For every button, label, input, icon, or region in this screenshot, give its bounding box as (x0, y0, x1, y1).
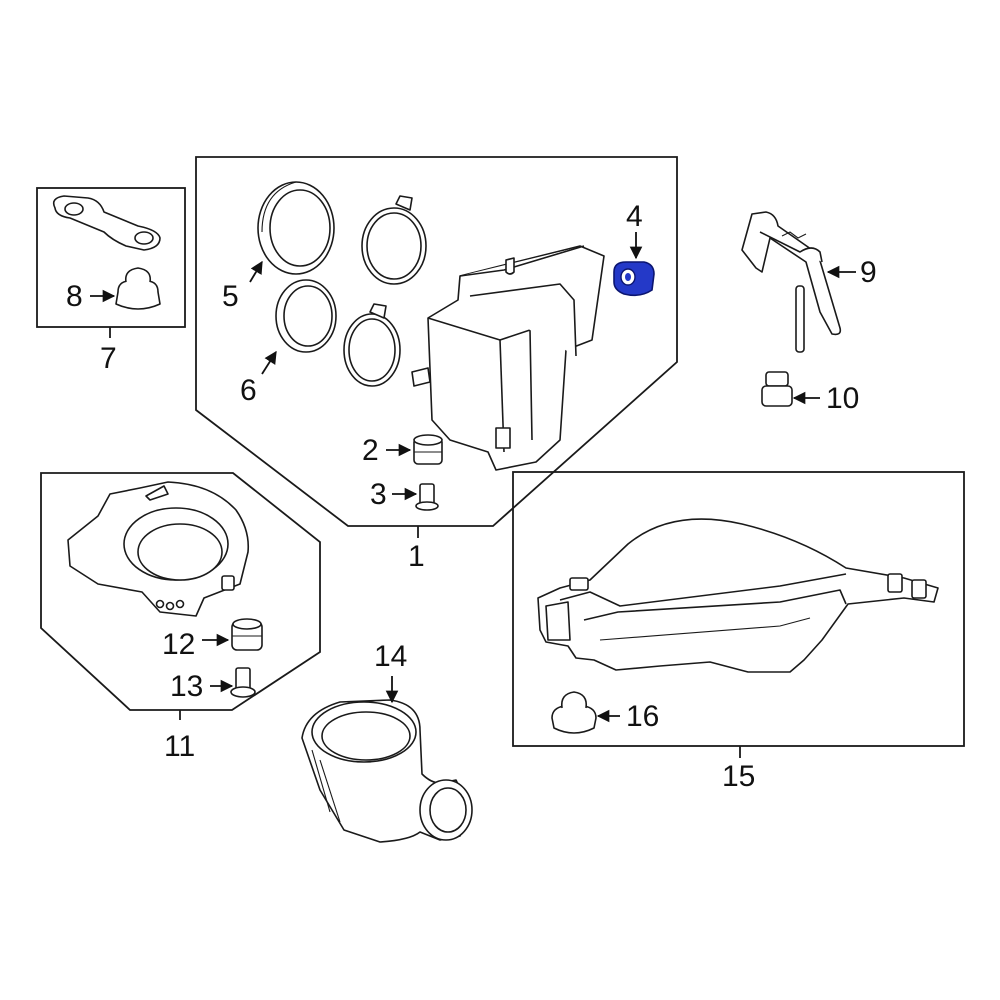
part-12-grommet[interactable] (231, 618, 263, 651)
part-15-air-cleaner-cover[interactable] (537, 518, 939, 673)
callout-5: 5 (222, 280, 239, 313)
part-3-pin[interactable] (415, 483, 439, 511)
callout-8: 8 (66, 280, 83, 313)
part-14-intake-duct[interactable] (301, 699, 473, 843)
callout-12: 12 (162, 628, 195, 661)
callout-9: 9 (860, 256, 877, 289)
part-10-grommet[interactable] (761, 371, 793, 407)
part-13-pin[interactable] (230, 667, 256, 698)
callout-13: 13 (170, 670, 203, 703)
callout-10: 10 (826, 382, 859, 415)
part-11-cover[interactable] (67, 481, 250, 617)
callout-6: 6 (240, 374, 257, 407)
leader-5 (249, 260, 263, 283)
group-1-box (195, 156, 678, 538)
part-5-clamp[interactable] (361, 195, 427, 285)
callout-3: 3 (370, 478, 387, 511)
part-1-air-cleaner-housing[interactable] (411, 245, 605, 471)
part-2-grommet[interactable] (413, 434, 443, 465)
callout-4: 4 (626, 200, 643, 233)
group-15-box (512, 471, 965, 758)
part-7-bracket[interactable] (52, 195, 161, 251)
part-9-bracket[interactable] (741, 211, 842, 353)
callout-15: 15 (722, 760, 755, 793)
callout-1: 1 (408, 540, 425, 573)
callout-14: 14 (374, 640, 407, 673)
callout-2: 2 (362, 434, 379, 467)
part-6-coupler[interactable] (275, 279, 337, 353)
part-4-grommet-highlighted[interactable] (613, 261, 655, 297)
part-6-clamp[interactable] (343, 303, 401, 387)
callout-11: 11 (164, 730, 195, 763)
part-16-grommet[interactable] (551, 691, 597, 734)
group-11-box (40, 472, 321, 720)
callout-7: 7 (100, 342, 117, 375)
part-8-grommet[interactable] (115, 267, 161, 310)
part-5-coupler[interactable] (257, 181, 335, 275)
callout-16: 16 (626, 700, 659, 733)
leader-6 (261, 350, 277, 375)
group-7-box (36, 187, 186, 338)
